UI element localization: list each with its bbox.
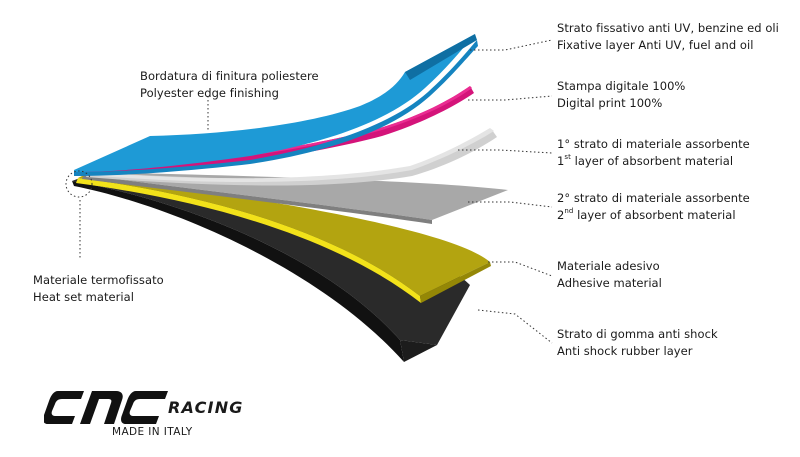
made-in-italy: MADE IN ITALY — [112, 426, 193, 438]
rubber-layer — [72, 178, 470, 362]
label-rubber-it: Strato di gomma anti shock — [557, 327, 718, 341]
label-absorbent-1: 1° strato di materiale assorbente 1st la… — [557, 136, 750, 170]
leader-adh — [488, 261, 553, 277]
label-rubber: Strato di gomma anti shock Anti shock ru… — [557, 326, 718, 360]
leader-abs1 — [458, 149, 553, 154]
cnc-logo — [44, 391, 168, 424]
label-fixative-it: Strato fissativo anti UV, benzine ed oli — [557, 21, 779, 35]
label-fixative-layer: Strato fissativo anti UV, benzine ed oli… — [557, 20, 779, 54]
leader-uv — [470, 39, 553, 51]
label-digital-print: Stampa digitale 100% Digital print 100% — [557, 78, 685, 112]
label-adhesive-it: Materiale adesivo — [557, 259, 660, 273]
label-abs1-it: 1° strato di materiale assorbente — [557, 137, 750, 151]
label-heat-it: Materiale termofissato — [33, 273, 164, 287]
label-edge-en: Polyester edge finishing — [140, 86, 279, 100]
adhesive-layer — [76, 175, 491, 303]
label-heat-en: Heat set material — [33, 290, 135, 304]
label-print-en: Digital print 100% — [557, 96, 663, 110]
absorbent-layer-1 — [86, 128, 497, 186]
label-print-it: Stampa digitale 100% — [557, 79, 686, 93]
label-edge-it: Bordatura di finitura poliestere — [140, 69, 319, 83]
label-abs1-en: 1st layer of absorbent material — [557, 153, 734, 168]
absorbent-layer-2 — [82, 172, 508, 224]
label-abs2-en: 2nd layer of absorbent material — [557, 207, 736, 222]
label-heat-set: Materiale termofissato Heat set material — [33, 272, 164, 306]
leader-lines — [79, 39, 553, 344]
heat-set-marker — [65, 170, 93, 198]
label-rubber-en: Anti shock rubber layer — [557, 344, 693, 358]
uv-layer — [74, 34, 478, 176]
print-layer — [80, 86, 474, 176]
label-adhesive: Materiale adesivo Adhesive material — [557, 258, 662, 292]
label-abs2-it: 2° strato di materiale assorbente — [557, 191, 750, 205]
leader-print — [468, 95, 553, 101]
label-edge-finishing: Bordatura di finitura poliestere Polyest… — [140, 68, 319, 102]
label-absorbent-2: 2° strato di materiale assorbente 2nd la… — [557, 190, 750, 224]
racing-wordmark: RACING — [168, 398, 244, 417]
label-adhesive-en: Adhesive material — [557, 276, 662, 290]
label-fixative-en: Fixative layer Anti UV, fuel and oil — [557, 38, 754, 52]
leader-rub — [477, 309, 553, 344]
leader-abs2 — [468, 201, 553, 208]
